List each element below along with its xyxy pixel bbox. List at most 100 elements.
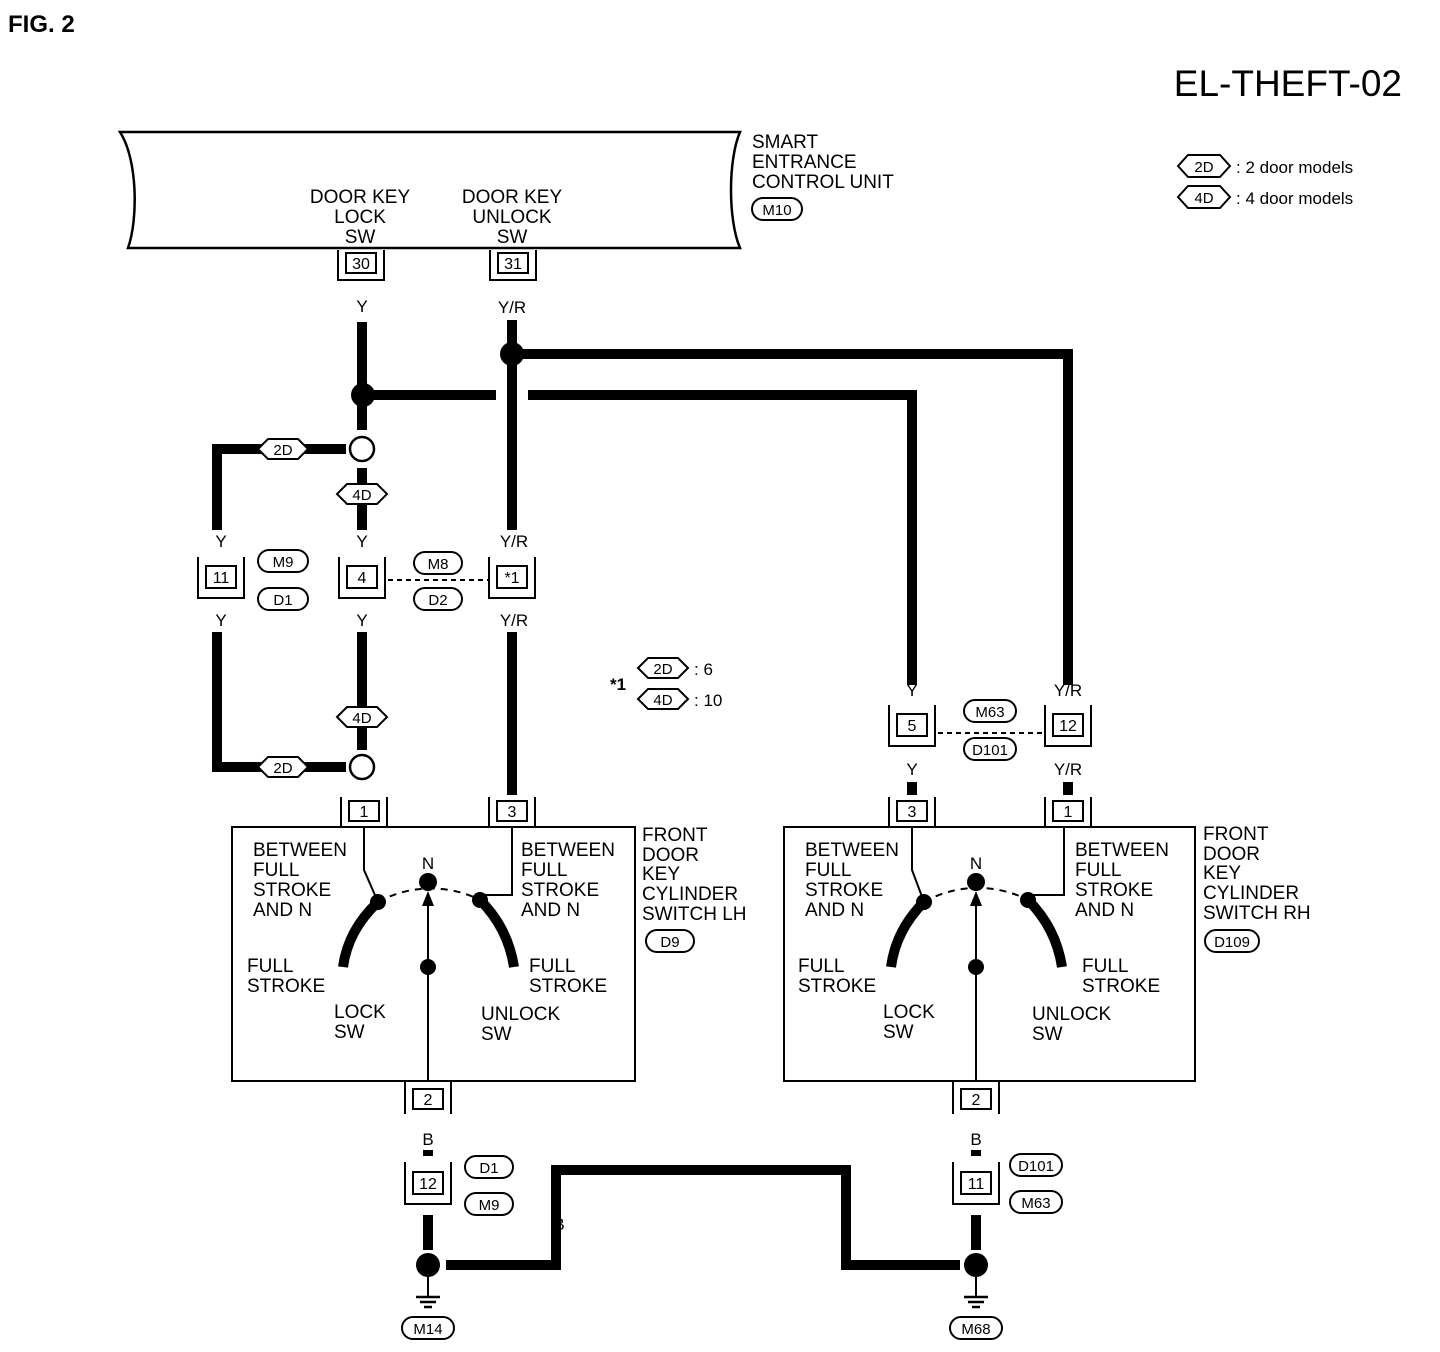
wire-color-yr-right-upper: Y/R (1054, 681, 1082, 700)
wire-color-y-4d-lower: Y (356, 611, 367, 630)
switch-lh-box (231, 826, 636, 1082)
switch-lh-name-4: CYLINDER (642, 884, 738, 905)
switch-lh-between-right-2: FULL (521, 860, 567, 881)
connector-yr-star1: *1 (488, 557, 536, 599)
switch-rh-lock-sw-2: SW (883, 1022, 914, 1043)
ground-left-tag-top: D1 (479, 1160, 498, 1177)
unlock-terminal-label-1: DOOR KEY (462, 187, 563, 208)
ground-right-pin: 11 (968, 1176, 985, 1193)
switch-lh-between-right-3: STROKE (521, 880, 599, 901)
wire-color-b-right-1: B (970, 1130, 981, 1149)
switch-lh-name-5: SWITCH LH (642, 904, 747, 925)
tag-m63: M63 (975, 704, 1004, 721)
badge-d101 (963, 737, 1017, 761)
wire-color-y-30: Y (356, 297, 367, 316)
connector-right-12: 12 (1044, 705, 1092, 747)
ground-right-tag-bottom-badge (1009, 1190, 1063, 1214)
switch-rh-between-right-3: STROKE (1075, 880, 1153, 901)
switch-lh-between-left-3: STROKE (253, 880, 331, 901)
diagram-code: EL-THEFT-02 (1174, 63, 1402, 104)
lock-terminal-label-3: SW (345, 227, 376, 248)
switch-rh-name-1: FRONT (1203, 824, 1269, 845)
switch-rh-connector: D109 (1214, 934, 1250, 951)
footnote-2d-value: : 6 (694, 660, 713, 679)
pin-4: 4 (358, 570, 367, 587)
tag-4d-top: 4D (352, 487, 371, 504)
switch-lh-full-right-2: STROKE (529, 976, 607, 997)
switch-rh-pin-2: 2 (972, 1092, 981, 1109)
control-unit-connector-badge (751, 197, 803, 221)
wire-color-yr-right-lower: Y/R (1054, 760, 1082, 779)
legend-2d-tag-text: 2D (1194, 159, 1213, 176)
wire-color-yr-31: Y/R (498, 298, 526, 317)
wire-color-b-left-1: B (422, 1130, 433, 1149)
footnote-4d-tag: 4D (653, 692, 672, 709)
legend-4d-text: : 4 door models (1236, 189, 1353, 208)
wire-color-b-right-3: B (840, 1215, 851, 1234)
wire-color-y-2d-lower: Y (215, 611, 226, 630)
switch-lh-name-3: KEY (642, 864, 680, 885)
ecu-pin-31-box (497, 252, 529, 274)
switch-rh-between-left-3: STROKE (805, 880, 883, 901)
wire-color-b-left-3: B (553, 1215, 564, 1234)
pin-5: 5 (908, 718, 917, 735)
ground-right: B 11 D101 M63 B B M68 (840, 1130, 1063, 1340)
switch-lh-connector: D9 (660, 934, 679, 951)
switch-lh-between-left-2: FULL (253, 860, 299, 881)
footnote: *1 2D : 6 4D : 10 (610, 657, 722, 710)
switch-lh-pin-1: 1 (360, 804, 369, 821)
wire-color-b-left-2: B (422, 1215, 433, 1234)
ecu-pin-31: 31 (504, 256, 522, 273)
switch-lh-lock-sw-1: LOCK (334, 1002, 386, 1023)
control-unit-connector: M10 (762, 202, 791, 219)
tag-2d-bottom: 2D (273, 760, 292, 777)
switch-rh-unlock-sw-2: SW (1032, 1024, 1063, 1045)
badge-m8 (413, 551, 463, 575)
switch-lh-lock-sw-2: SW (334, 1022, 365, 1043)
ecu-pin-30-box (345, 252, 377, 274)
switch-rh-full-right-2: STROKE (1082, 976, 1160, 997)
switch-rh-full-left-1: FULL (798, 956, 844, 977)
badge-m63 (963, 699, 1017, 723)
ground-left-tag: M14 (413, 1321, 442, 1338)
switch-lh-between-right-4: AND N (521, 900, 580, 921)
switch-rh-name-3: KEY (1203, 863, 1241, 884)
switch-lh-pin-3: 3 (508, 804, 517, 821)
wire-color-y-4d-upper: Y (356, 532, 367, 551)
control-unit-name-1: SMART (752, 132, 819, 153)
ground-right-tag-top-badge (1009, 1153, 1063, 1177)
control-unit-name-2: ENTRANCE (752, 152, 857, 173)
ground-right-tag-badge (949, 1316, 1003, 1340)
badge-m9 (257, 549, 309, 573)
switch-rh-box (783, 826, 1196, 1082)
variant-open-bottom (348, 753, 376, 781)
wire-color-b-right-2: B (970, 1215, 981, 1234)
junction-yr (500, 342, 524, 366)
switch-lh-name-1: FRONT (642, 825, 708, 846)
connector-4d-4: 4 (338, 557, 386, 599)
unlock-terminal-label-3: SW (497, 227, 528, 248)
wires (212, 320, 1073, 1270)
legend-2d-text: : 2 door models (1236, 158, 1353, 177)
switch-lh-unlock-sw-1: UNLOCK (481, 1004, 561, 1025)
pin-star1: *1 (504, 570, 519, 587)
switch-rh-between-right-1: BETWEEN (1075, 840, 1169, 861)
switch-lh-between-left-4: AND N (253, 900, 312, 921)
footnote-2d-tag: 2D (653, 661, 672, 678)
ground-left-tag-badge (401, 1316, 455, 1340)
switch-rh-unlock-sw-1: UNLOCK (1032, 1004, 1112, 1025)
legend-4d-tag (1176, 185, 1232, 209)
legend-4d-tag-text: 4D (1194, 190, 1213, 207)
switch-rh-name-2: DOOR (1203, 844, 1260, 865)
switch-rh-pin-1: 1 (1064, 804, 1073, 821)
footnote-mark: *1 (610, 675, 626, 694)
switch-rh-between-right-4: AND N (1075, 900, 1134, 921)
ground-right-tag-bottom: M63 (1021, 1195, 1050, 1212)
ecu-pin-30: 30 (352, 256, 370, 273)
junction-ground-right (964, 1253, 988, 1277)
wire-color-y-right-upper: Y (906, 681, 917, 700)
wire-color-yr-lower: Y/R (500, 611, 528, 630)
switch-lh-connector-badge (645, 929, 695, 953)
control-unit: SMART ENTRANCE CONTROL UNIT M10 DOOR KEY… (117, 130, 894, 281)
